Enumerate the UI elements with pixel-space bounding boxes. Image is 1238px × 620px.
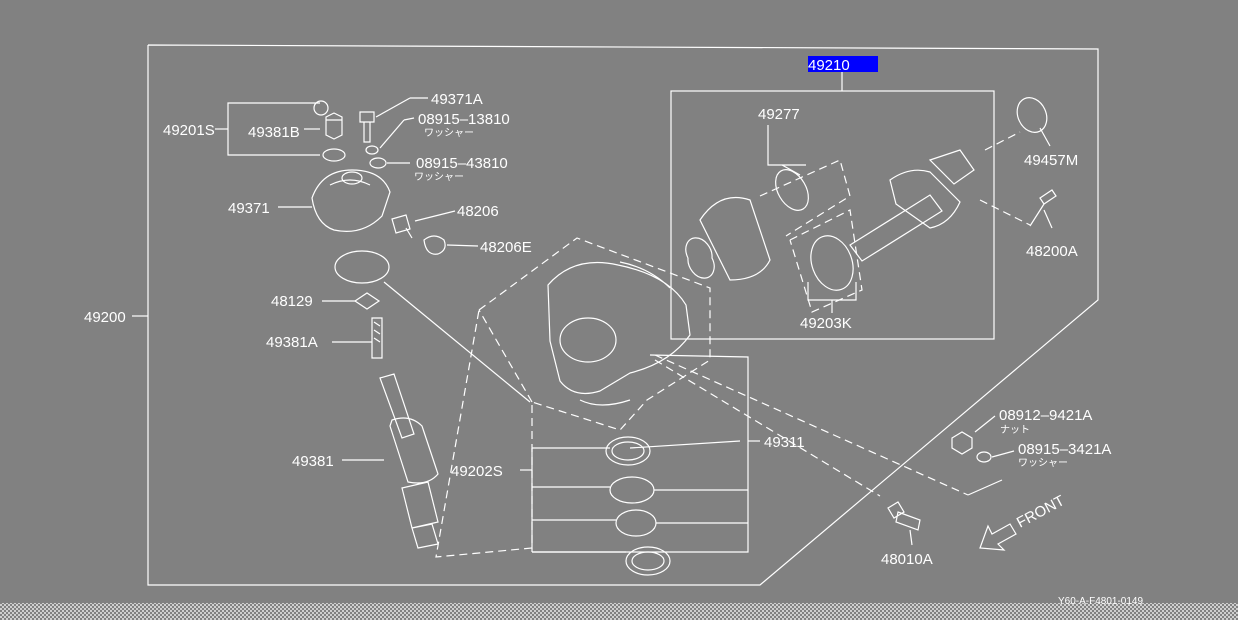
seal-49277 [775, 169, 809, 211]
label-48129[interactable]: 48129 [271, 293, 313, 310]
sector-shaft-49381 [379, 373, 439, 549]
label-08915-43810[interactable]: 08915–43810 [416, 155, 508, 172]
seal-1 [605, 436, 651, 466]
nut-49381B [325, 112, 343, 140]
label-08915-13810-sub: ワッシャー [424, 128, 474, 139]
fitting-48206E [423, 235, 446, 255]
label-08915-43810-sub: ワッシャー [414, 172, 464, 183]
label-49311[interactable]: 49311 [764, 434, 805, 451]
bolt-49381A [371, 317, 383, 359]
label-48206E[interactable]: 48206E [480, 239, 532, 256]
bottom-hatch-strip [0, 603, 1238, 620]
label-08912-9421A-sub: ナット [1000, 424, 1030, 436]
label-08915-3421A[interactable]: 08915–3421A [1018, 441, 1111, 458]
front-arrow-icon [979, 523, 1017, 551]
label-49371A[interactable]: 49371A [431, 91, 483, 108]
label-49457M[interactable]: 49457M [1024, 152, 1078, 169]
bolt-48010A [887, 501, 921, 531]
oring-small [313, 100, 329, 116]
input-shaft [849, 149, 975, 262]
subassembly-box-49210 [670, 90, 995, 340]
label-48010A[interactable]: 48010A [881, 551, 933, 568]
label-08912-9421A[interactable]: 08912–9421A [999, 407, 1092, 424]
leader-49277 [767, 125, 801, 176]
label-49210[interactable]: 49210 [808, 57, 850, 74]
oring-49203K [810, 235, 854, 291]
label-49381B[interactable]: 49381B [248, 124, 300, 141]
reference-code: Y60-A-F4801-0149 [1058, 596, 1143, 607]
assembly-outline-49200 [147, 44, 1099, 586]
label-49203K[interactable]: 49203K [800, 315, 852, 332]
snap-ring [615, 509, 657, 537]
washer-08915-3421A [976, 451, 992, 463]
bolt-48200A [1029, 189, 1057, 227]
seal-3 [625, 546, 671, 576]
spacer-48129 [353, 292, 381, 310]
label-49371[interactable]: 49371 [228, 200, 270, 217]
bolt-49371A [359, 111, 375, 143]
gear-housing [547, 261, 691, 406]
valve-housing-49371 [311, 169, 391, 232]
front-label: FRONT [1014, 492, 1068, 531]
label-08915-3421A-sub: ワッシャー [1018, 458, 1068, 469]
fitting-48206 [391, 214, 413, 239]
washer-13810 [365, 145, 379, 155]
box-49311-49202S [532, 354, 749, 553]
seal-49457M [1016, 97, 1048, 133]
label-48200A[interactable]: 48200A [1026, 243, 1078, 260]
washer-43810 [369, 157, 387, 169]
label-49200[interactable]: 49200 [84, 309, 126, 326]
seal-2 [609, 476, 655, 504]
selected-part-highlight [808, 56, 878, 72]
washer-upper [322, 148, 346, 162]
label-49201S[interactable]: 49201S [163, 122, 215, 139]
dashed-outline-housing [435, 237, 711, 558]
oring-large [334, 250, 390, 284]
nut-08912-9421A [951, 431, 973, 455]
label-49381[interactable]: 49381 [292, 453, 334, 470]
label-49277[interactable]: 49277 [758, 106, 800, 123]
label-48206[interactable]: 48206 [457, 203, 499, 220]
label-49202S[interactable]: 49202S [451, 463, 503, 480]
label-49381A[interactable]: 49381A [266, 334, 318, 351]
label-08915-13810[interactable]: 08915–13810 [418, 111, 510, 128]
valve-body-49210 [685, 196, 771, 281]
